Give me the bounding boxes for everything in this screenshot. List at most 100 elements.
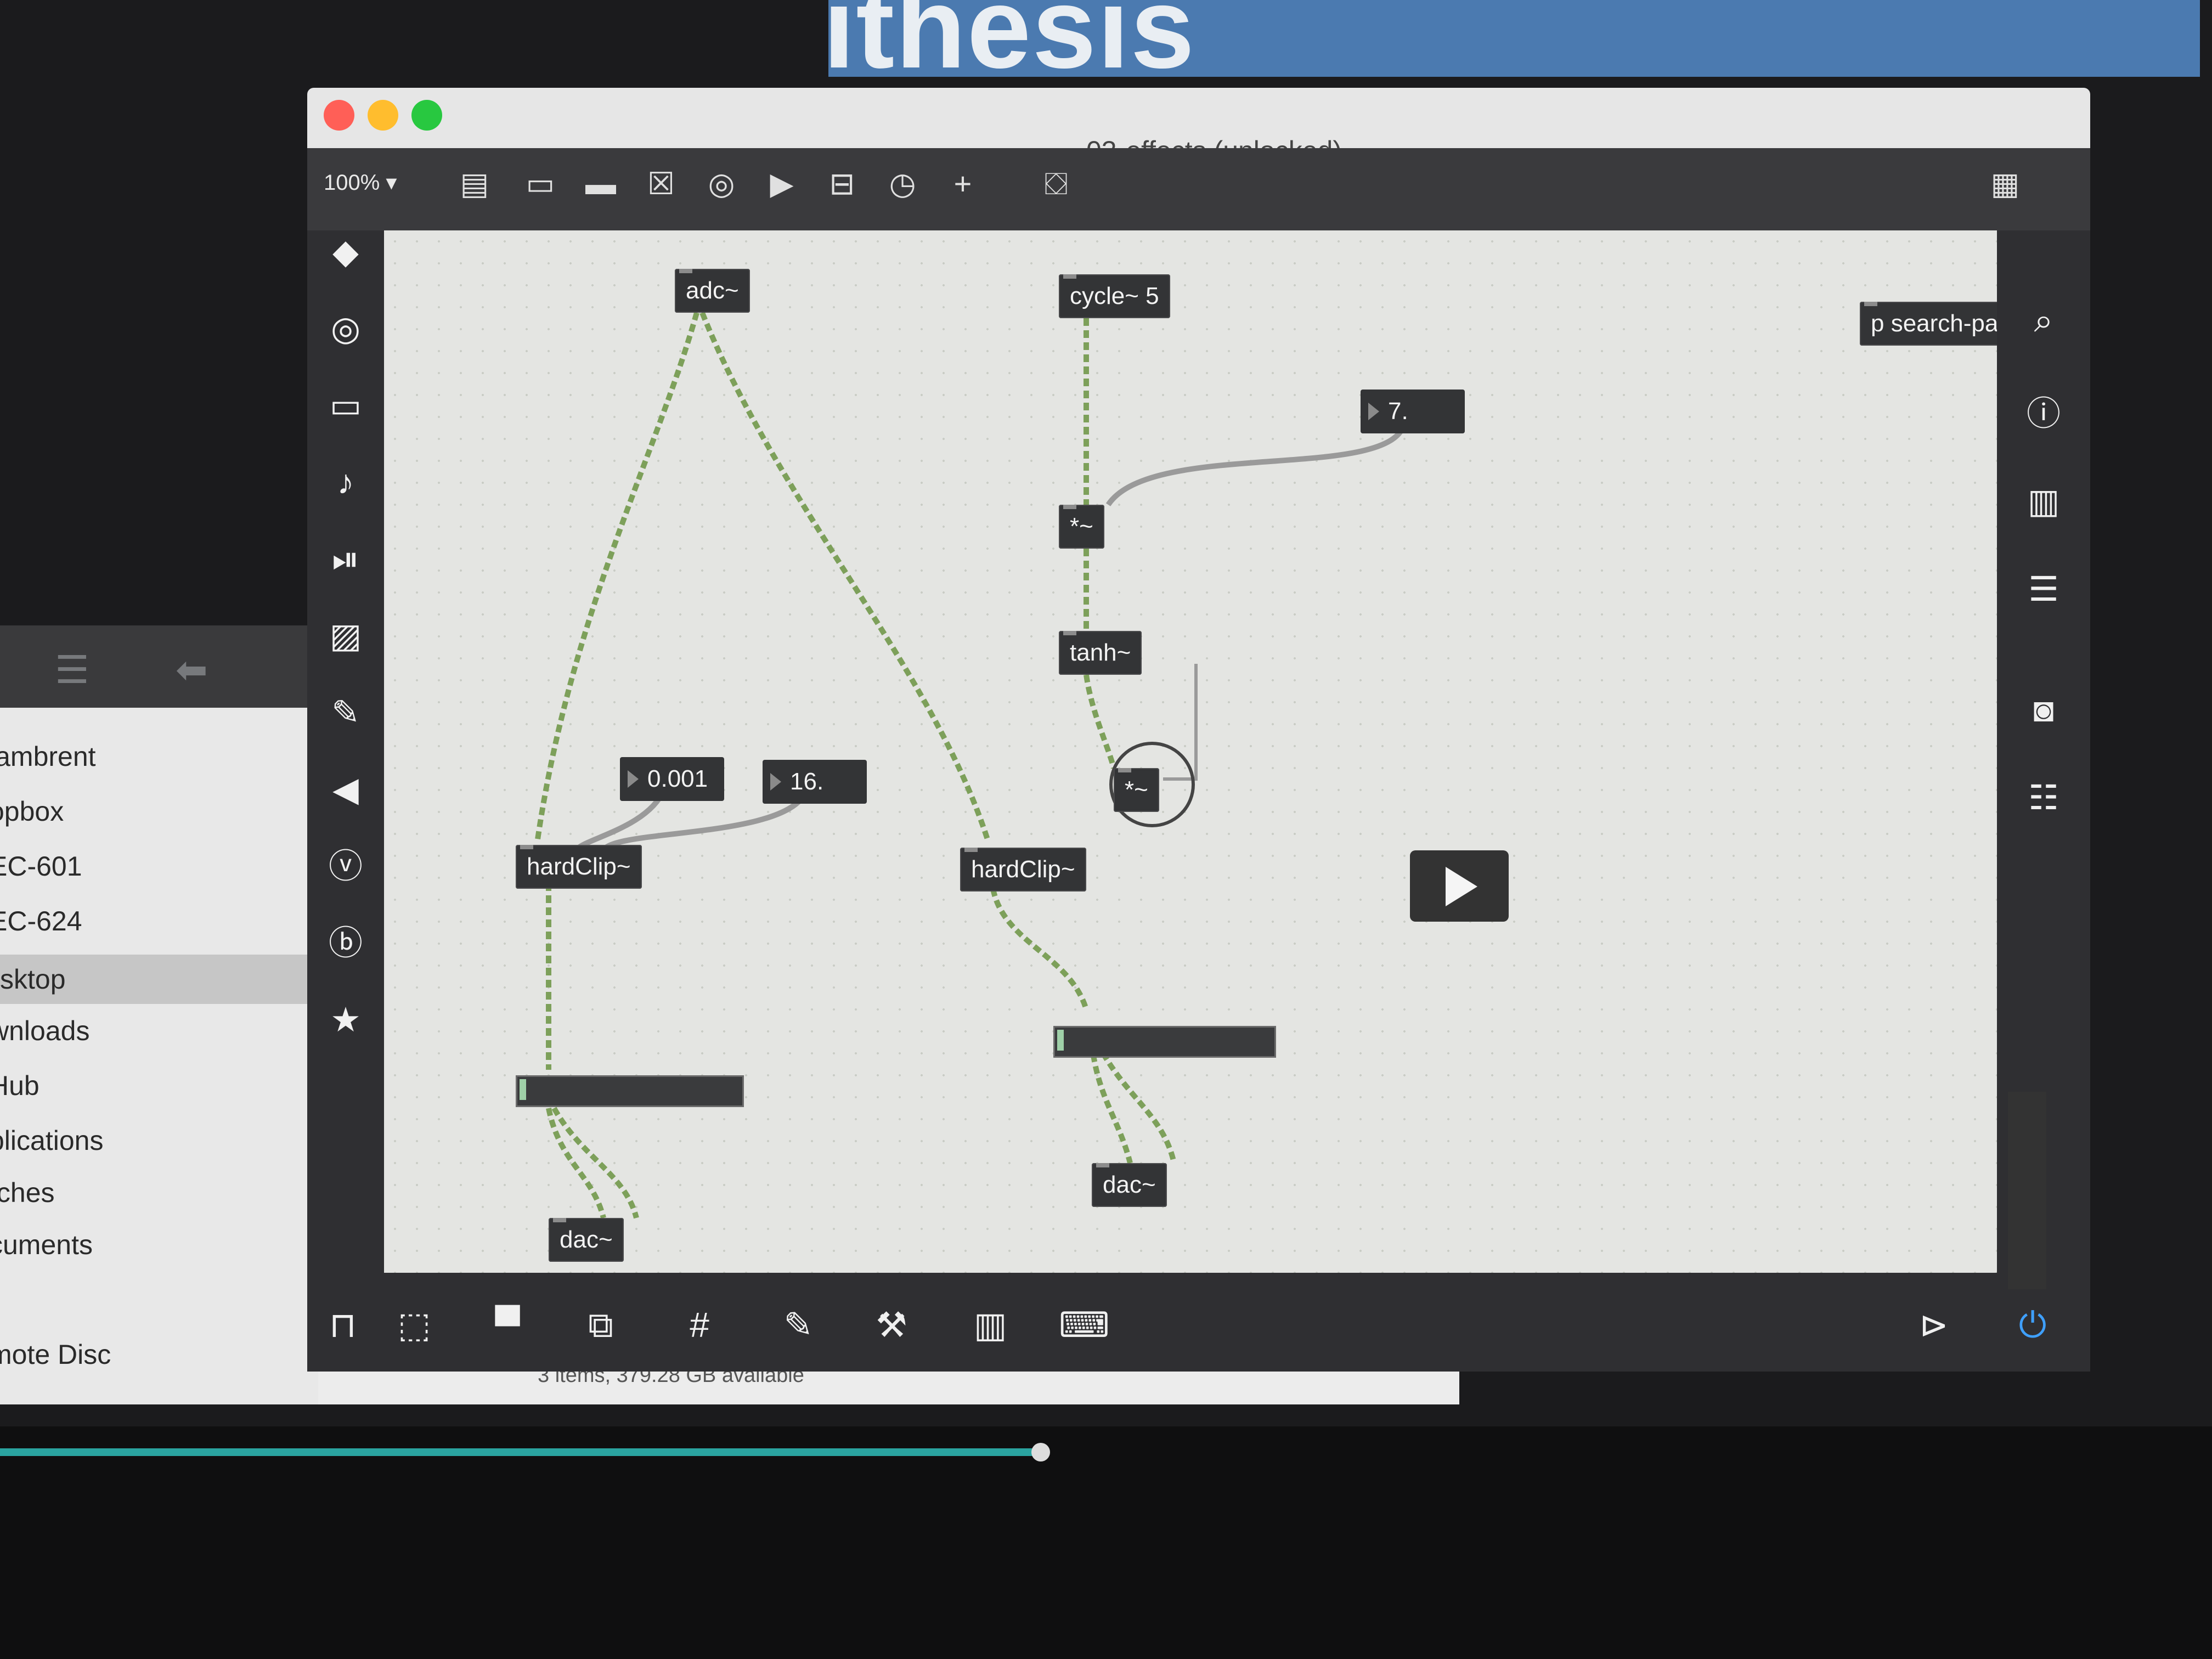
back-arrow-icon[interactable]: ⬅ — [176, 648, 208, 691]
info-icon[interactable]: ⓘ — [2026, 395, 2061, 433]
sidebar-item[interactable]: EC-601 — [0, 851, 82, 882]
volume-slider[interactable] — [2008, 1092, 2046, 1289]
number-box-value: 0.001 — [647, 765, 708, 792]
sidebar-item[interactable]: mote Disc — [0, 1339, 111, 1370]
cord-meter-left-dac-b — [551, 1107, 639, 1219]
music-note-icon[interactable]: ♪ — [337, 464, 354, 501]
sidebar-item[interactable]: iambrent — [0, 741, 96, 772]
lock-icon[interactable]: ⊓ — [329, 1305, 357, 1345]
comment-icon[interactable]: ▬ — [585, 166, 616, 201]
hardclip-object-right[interactable]: hardClip~ — [960, 848, 1086, 891]
number-box-arrow — [770, 773, 781, 791]
finder-toolbar: ☰ ⬅ — [0, 625, 318, 708]
adc-object[interactable]: adc~ — [675, 269, 750, 313]
presentation-icon[interactable]: ▀ — [495, 1305, 520, 1345]
number-box-low[interactable]: 0.001 — [620, 757, 724, 801]
zoom-dropdown[interactable]: 100% ▾ — [324, 171, 397, 195]
toggle-icon[interactable]: ☒ — [647, 166, 675, 201]
level-meter-left[interactable] — [516, 1075, 744, 1107]
sidebar-item[interactable]: Hub — [0, 1070, 40, 1101]
plug-icon[interactable]: ◀ — [332, 771, 359, 809]
finder-sidebar: iambrent opbox EC-601 EC-624 sktop wnloa… — [0, 708, 318, 1404]
monitor-bezel — [0, 1426, 2212, 1659]
meter-indicator — [1057, 1030, 1064, 1051]
message-icon[interactable]: ▭ — [526, 166, 555, 201]
mouse-cursor-ring — [1109, 742, 1195, 827]
dac-object-left[interactable]: dac~ — [549, 1218, 624, 1262]
cord-tanh-mult2-right — [1163, 664, 1198, 781]
sidebar-item-selected[interactable]: sktop — [0, 955, 318, 1004]
b-icon[interactable]: ⓑ — [328, 924, 363, 962]
new-object-icon[interactable]: ▤ — [460, 166, 489, 201]
power-icon[interactable]: ⏻ — [2018, 1305, 2047, 1345]
video-play-button[interactable] — [1410, 850, 1509, 922]
keyboard-icon[interactable]: ⌨ — [1059, 1305, 1110, 1345]
background-slide — [828, 0, 2200, 77]
minimize-button[interactable] — [368, 100, 398, 131]
paint-bucket-icon[interactable]: ⛋ — [1044, 166, 1068, 201]
camera-icon[interactable]: ◙ — [2033, 691, 2054, 729]
grid-view-icon[interactable]: ▦ — [1990, 166, 2020, 201]
select-icon[interactable]: ⬚ — [397, 1305, 431, 1345]
cord-tanh-mult2 — [1084, 674, 1116, 769]
wrench-icon[interactable]: ⚒ — [876, 1305, 907, 1345]
sidebar-item[interactable]: plications — [0, 1125, 104, 1156]
sidebar-item[interactable]: tches — [0, 1177, 55, 1208]
sidebar-item[interactable]: opbox — [0, 796, 64, 827]
video-progress-bar[interactable] — [0, 1448, 1042, 1456]
search-icon[interactable]: ⌕ — [2034, 302, 2053, 340]
bus-icon[interactable]: ▭ — [329, 387, 362, 425]
dial-icon[interactable]: ◷ — [889, 166, 916, 201]
play-icon[interactable]: ⊳ — [1919, 1305, 1949, 1345]
zoom-value: 100% — [324, 171, 380, 195]
cord-high-hardclip — [601, 789, 809, 853]
level-meter-right[interactable] — [1053, 1026, 1276, 1058]
flonum-icon[interactable]: ⊟ — [829, 166, 855, 201]
left-palette: ◆ ◎ ▭ ♪ ⏯ ▨ ✎ ◀ ⓥ ⓑ ★ — [307, 230, 384, 1273]
grid-icon[interactable]: # — [690, 1305, 709, 1345]
number-box-value: 7. — [1388, 398, 1408, 425]
snap-icon[interactable]: ✎ — [783, 1305, 813, 1345]
target-icon[interactable]: ◎ — [330, 310, 361, 348]
dac-object-right[interactable]: dac~ — [1092, 1163, 1167, 1207]
sidebar-item[interactable]: wnloads — [0, 1015, 90, 1046]
piano-icon[interactable]: ▥ — [973, 1305, 1007, 1345]
close-button[interactable] — [324, 100, 354, 131]
star-icon[interactable]: ★ — [330, 1001, 361, 1039]
sidebar-item[interactable]: EC-624 — [0, 906, 82, 936]
v-icon[interactable]: ⓥ — [328, 848, 363, 885]
cycle-object[interactable]: cycle~ 5 — [1059, 274, 1170, 318]
list-icon[interactable]: ☰ — [2028, 571, 2059, 608]
image-icon[interactable]: ▨ — [329, 617, 362, 655]
multiply-object[interactable]: *~ — [1059, 505, 1104, 549]
multiply-object-2[interactable]: *~ — [1114, 768, 1159, 812]
number-box-high[interactable]: 16. — [763, 760, 867, 804]
add-icon[interactable]: + — [953, 166, 972, 201]
number-box-value: 16. — [790, 768, 824, 795]
patch-cords — [535, 312, 1407, 1219]
number-box-seven[interactable]: 7. — [1361, 390, 1465, 433]
paperclip-icon[interactable]: ✎ — [331, 694, 360, 732]
zoom-button[interactable] — [411, 100, 442, 131]
step-icon[interactable]: ⏯ — [332, 540, 359, 578]
layers-icon[interactable]: ⧉ — [588, 1305, 613, 1345]
cord-hardclip-right-meter — [990, 888, 1089, 1011]
patcher-canvas[interactable]: adc~ cycle~ 5 7. *~ tanh~ *~ p search-pa… — [384, 230, 2030, 1273]
mixer-icon[interactable]: ☷ — [2028, 779, 2059, 817]
arrange-icon[interactable]: ☰ — [55, 648, 89, 691]
cord-seven-mult — [1105, 421, 1407, 506]
cord-meter-right-dac-b — [1094, 1041, 1177, 1164]
sidebar-item[interactable]: cuments — [0, 1229, 93, 1260]
number-icon[interactable]: ▶ — [770, 166, 794, 201]
max-patcher-window: 03-effects (unlocked) 100% ▾ ▤ ▭ ▬ ☒ ◎ ▶… — [307, 88, 2090, 1372]
cord-meter-right-dac-a — [1089, 1042, 1133, 1164]
bottom-toolbar: ⊓ ⬚ ▀ ⧉ # ✎ ⚒ ▥ ⌨ ⊳ ⏻ — [307, 1273, 2090, 1372]
split-view-icon[interactable]: ▥ — [2027, 483, 2060, 521]
button-icon[interactable]: ◎ — [708, 166, 735, 201]
cube-icon[interactable]: ◆ — [332, 233, 359, 271]
video-progress-thumb[interactable] — [1031, 1443, 1050, 1462]
hardclip-object-left[interactable]: hardClip~ — [516, 845, 642, 889]
tanh-object[interactable]: tanh~ — [1059, 631, 1142, 675]
number-box-arrow — [628, 770, 639, 788]
background-slide-heading: ithesis — [823, 0, 1196, 92]
